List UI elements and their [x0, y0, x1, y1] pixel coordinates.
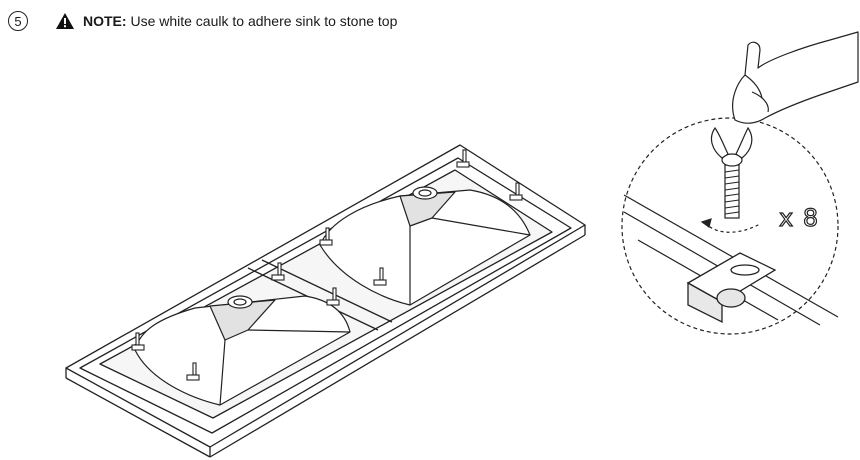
clip: [509, 182, 523, 201]
clip-detail: [686, 252, 777, 324]
clip: [373, 267, 387, 286]
hand-icon: [732, 31, 859, 124]
clip: [186, 362, 200, 381]
mounting-clips: [131, 149, 523, 381]
warning-triangle-icon: [56, 13, 74, 29]
detail-callout: [621, 31, 859, 335]
clip: [271, 262, 285, 281]
clip: [326, 287, 340, 306]
bolt-detail: [700, 126, 761, 233]
clip: [456, 149, 470, 168]
clip: [319, 227, 333, 246]
note-body: Use white caulk to adhere sink to stone …: [130, 13, 398, 29]
note-text: NOTE: Use white caulk to adhere sink to …: [83, 13, 397, 29]
step-number-badge: 5: [8, 11, 28, 31]
stone-top-frame: [65, 144, 586, 458]
note-label: NOTE:: [83, 13, 127, 29]
step-header: 5 NOTE: Use white caulk to adhere sink t…: [8, 8, 397, 34]
quantity-label: x 8: [778, 203, 820, 232]
step-number: 5: [14, 13, 22, 29]
clip: [131, 332, 145, 351]
right-sink-basin: [319, 186, 531, 306]
